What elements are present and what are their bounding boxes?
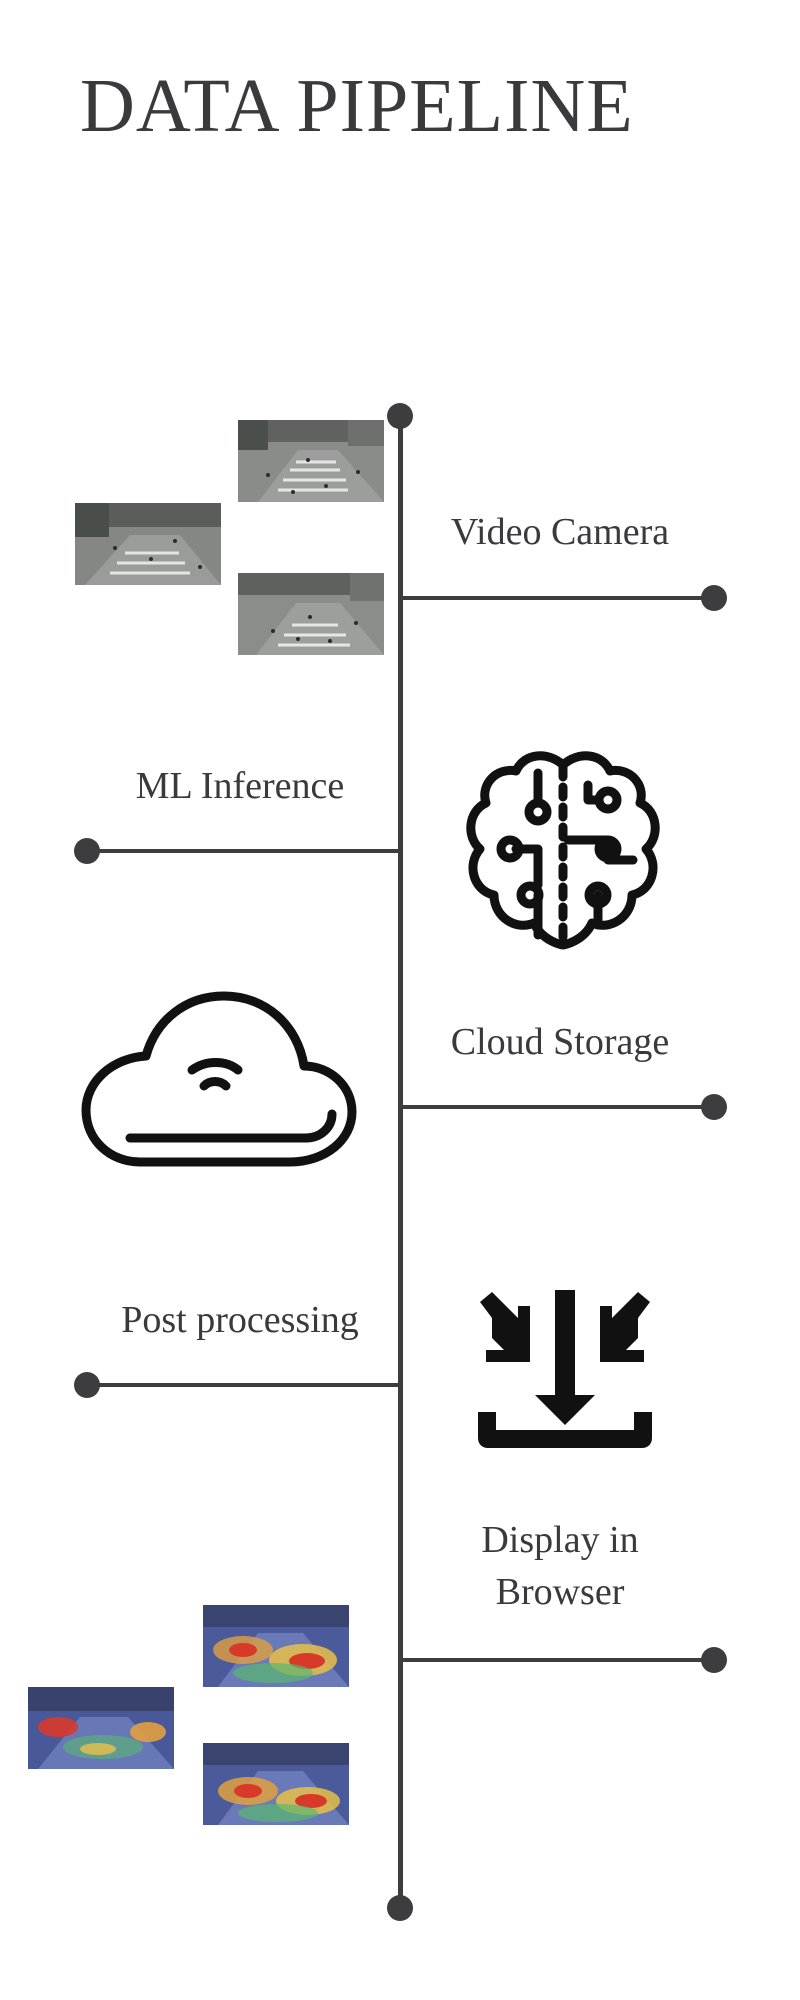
step-label-video-camera: Video Camera bbox=[450, 511, 670, 553]
cloud-icon bbox=[80, 990, 360, 1174]
branch-line-display-in-browser bbox=[400, 1658, 712, 1662]
branch-dot-display-in-browser bbox=[701, 1647, 727, 1673]
heatmap-frame-image bbox=[28, 1687, 174, 1769]
branch-dot-cloud-storage bbox=[701, 1094, 727, 1120]
timeline-end-dot bbox=[387, 1895, 413, 1921]
step-label-display-in-browser: Display in Browser bbox=[481, 1519, 639, 1613]
step-label-post-processing: Post processing bbox=[121, 1299, 359, 1341]
branch-line-post-processing bbox=[86, 1383, 400, 1387]
branch-line-video-camera bbox=[400, 596, 712, 600]
camera-frame-image bbox=[75, 503, 221, 585]
heatmap-frame-image bbox=[203, 1743, 349, 1825]
step-label-cloud-storage: Cloud Storage bbox=[450, 1021, 670, 1063]
camera-frame-image bbox=[238, 420, 384, 502]
branch-dot-ml-inference bbox=[74, 838, 100, 864]
download-tray-icon bbox=[470, 1290, 660, 1464]
timeline-start-dot bbox=[387, 403, 413, 429]
branch-line-ml-inference bbox=[86, 849, 400, 853]
branch-line-cloud-storage bbox=[400, 1105, 712, 1109]
heatmap-frame-image bbox=[203, 1605, 349, 1687]
timeline-axis bbox=[398, 416, 403, 1908]
brain-circuit-icon bbox=[458, 745, 668, 959]
branch-dot-post-processing bbox=[74, 1372, 100, 1398]
page-title: DATA PIPELINE bbox=[80, 64, 634, 148]
step-label-ml-inference: ML Inference bbox=[135, 765, 345, 807]
branch-dot-video-camera bbox=[701, 585, 727, 611]
camera-frame-image bbox=[238, 573, 384, 655]
